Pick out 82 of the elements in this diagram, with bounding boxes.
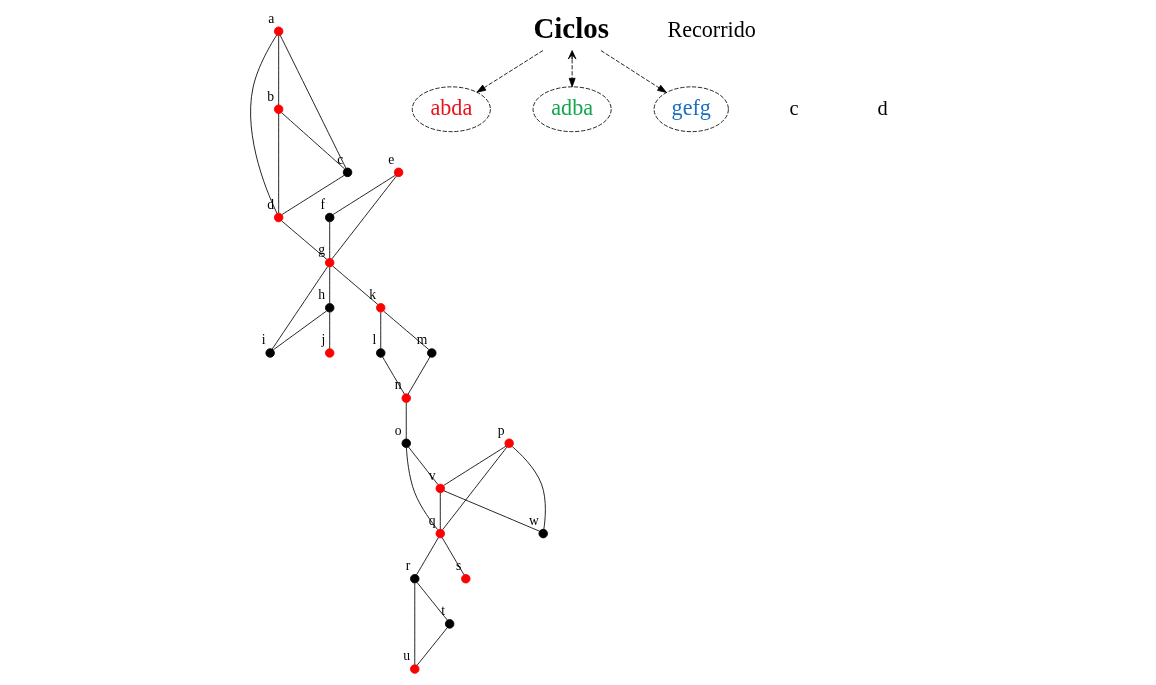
- node-circle: [538, 528, 548, 539]
- connector: [329, 311, 331, 350]
- connector: [416, 582, 448, 621]
- node-text: Ciclos: [533, 11, 609, 44]
- node-circle: [410, 664, 420, 674]
- node-label: s: [455, 558, 462, 574]
- node-circle: [401, 393, 411, 403]
- node-label: d: [267, 196, 274, 212]
- connector: [250, 34, 278, 214]
- node-circle: [325, 348, 335, 358]
- label: c: [789, 96, 799, 119]
- connector: [382, 356, 405, 395]
- node-circle: [273, 26, 284, 36]
- connector: [511, 446, 546, 530]
- node-label: k: [369, 287, 377, 303]
- connector: [332, 265, 379, 305]
- node-label: f: [320, 196, 326, 212]
- node-circle: [376, 303, 386, 313]
- arrow: [600, 50, 667, 93]
- connector: [416, 627, 448, 666]
- node-label: o: [394, 422, 402, 438]
- connector: [443, 445, 507, 486]
- node-circle: [376, 348, 386, 358]
- node-circle: [325, 303, 335, 313]
- connector: [278, 35, 280, 106]
- node-ellipse: adba: [532, 86, 612, 133]
- arrow: [476, 50, 544, 93]
- node-circle: [273, 104, 284, 114]
- node-circle: [435, 483, 445, 494]
- node-label: e: [388, 151, 395, 167]
- node-circle: [410, 574, 420, 584]
- connector: [383, 310, 430, 351]
- node-circle: [325, 257, 335, 268]
- connector: [439, 492, 441, 530]
- connector: [405, 402, 407, 440]
- connector: [332, 174, 396, 215]
- node-circle: [393, 167, 404, 178]
- label: d: [877, 96, 888, 119]
- node-circle: [504, 438, 514, 448]
- connector: [281, 174, 345, 215]
- connector: [443, 490, 540, 532]
- connector: [416, 537, 439, 576]
- node-label: h: [318, 287, 325, 303]
- connector: [281, 112, 346, 170]
- node-circle: [444, 619, 455, 629]
- connector: [271, 266, 328, 350]
- node-label: a: [268, 10, 275, 26]
- connector: [331, 175, 397, 260]
- connector: [441, 537, 465, 576]
- node-circle: [342, 167, 353, 178]
- connector: [407, 356, 431, 395]
- node-circle: [427, 348, 437, 358]
- connector: [408, 446, 439, 486]
- node-circle: [325, 212, 335, 223]
- node-label: b: [267, 88, 274, 104]
- node-circle: [461, 574, 471, 584]
- connector: [281, 220, 328, 260]
- node-label: u: [403, 648, 411, 664]
- label: Recorrido: [667, 16, 756, 42]
- node-circle: [273, 212, 284, 223]
- node-label: p: [497, 422, 505, 438]
- node-label: m: [416, 332, 428, 348]
- node-label: t: [441, 603, 446, 619]
- arrow: [567, 50, 577, 88]
- node-label: w: [528, 512, 539, 528]
- node-label: l: [372, 332, 377, 348]
- node-circle: [265, 348, 275, 358]
- node-circle: [435, 528, 445, 539]
- connector: [329, 266, 331, 304]
- connector: [272, 310, 327, 351]
- node-label: r: [405, 558, 411, 574]
- connector: [278, 113, 280, 214]
- connector: [279, 34, 347, 169]
- connector: [406, 447, 439, 531]
- connector: [414, 582, 416, 665]
- connector: [442, 446, 508, 531]
- connector: [329, 221, 331, 259]
- node-circle: [401, 438, 411, 448]
- connector: [380, 311, 382, 350]
- node-label: j: [321, 332, 326, 348]
- node-label: g: [318, 241, 325, 257]
- node-label: i: [261, 332, 266, 348]
